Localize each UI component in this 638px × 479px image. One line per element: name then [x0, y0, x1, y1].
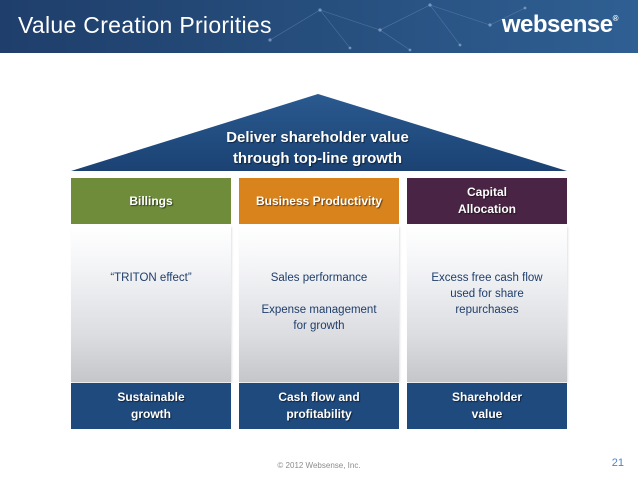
pillar-body-capital-allocation: Excess free cash flow used for share rep…	[407, 226, 567, 382]
pillar-body-line: repurchases	[455, 304, 519, 316]
pillar-footer-line: profitability	[286, 407, 352, 421]
pillar-body-line: Excess free cash flow	[431, 272, 543, 284]
pillar-body-line: for growth	[293, 320, 345, 332]
pillar-footer-sustainable-growth: Sustainable growth	[71, 383, 231, 429]
header-bar: Value Creation Priorities websense®	[0, 0, 638, 53]
network-pattern-decoration	[268, 3, 527, 52]
pillar-header-line: Billings	[129, 193, 173, 208]
pillar-header-capital-allocation: Capital Allocation	[407, 178, 567, 224]
pillar-header-billings: Billings	[71, 178, 231, 224]
logo-text: websense	[501, 11, 613, 38]
roof-line-1: Deliver shareholder value	[226, 129, 409, 146]
pillar-body-line: “TRITON effect”	[110, 272, 192, 284]
pillar-header-business-productivity: Business Productivity	[239, 178, 399, 224]
pillar-header-line: Allocation	[457, 202, 516, 216]
websense-logo: websense®	[501, 11, 619, 39]
pillar-footer-line: Sustainable	[117, 390, 185, 404]
roof-caption: Deliver shareholder value through top-li…	[190, 127, 445, 169]
pillar-footer-cash-flow: Cash flow and profitability	[239, 383, 399, 429]
pillar-body-line: Sales performance	[270, 272, 368, 284]
pillar-footer-shareholder-value: Shareholder value	[407, 383, 567, 429]
roof-triangle	[71, 94, 567, 171]
pillar-footer-line: growth	[130, 407, 171, 421]
page-number: 21	[611, 457, 624, 469]
pillar-body-business-productivity: Sales performance Expense management for…	[239, 226, 399, 382]
pillar-header-line: Capital	[466, 185, 507, 199]
pillar-footer-line: value	[471, 407, 503, 421]
pillar-footer-line: Shareholder	[451, 390, 523, 404]
pillar-footer-line: Cash flow and	[278, 390, 360, 404]
pillar-header-line: Business Productivity	[255, 193, 383, 208]
copyright-notice: © 2012 Websense, Inc.	[277, 461, 361, 470]
slide-title: Value Creation Priorities	[18, 12, 272, 38]
registered-mark: ®	[612, 14, 619, 23]
pillar-body-line: used for share	[450, 288, 524, 300]
pillar-body-billings: “TRITON effect”	[71, 226, 231, 382]
roof-line-2: through top-line growth	[232, 150, 403, 167]
pillar-body-line: Expense management	[261, 304, 377, 316]
